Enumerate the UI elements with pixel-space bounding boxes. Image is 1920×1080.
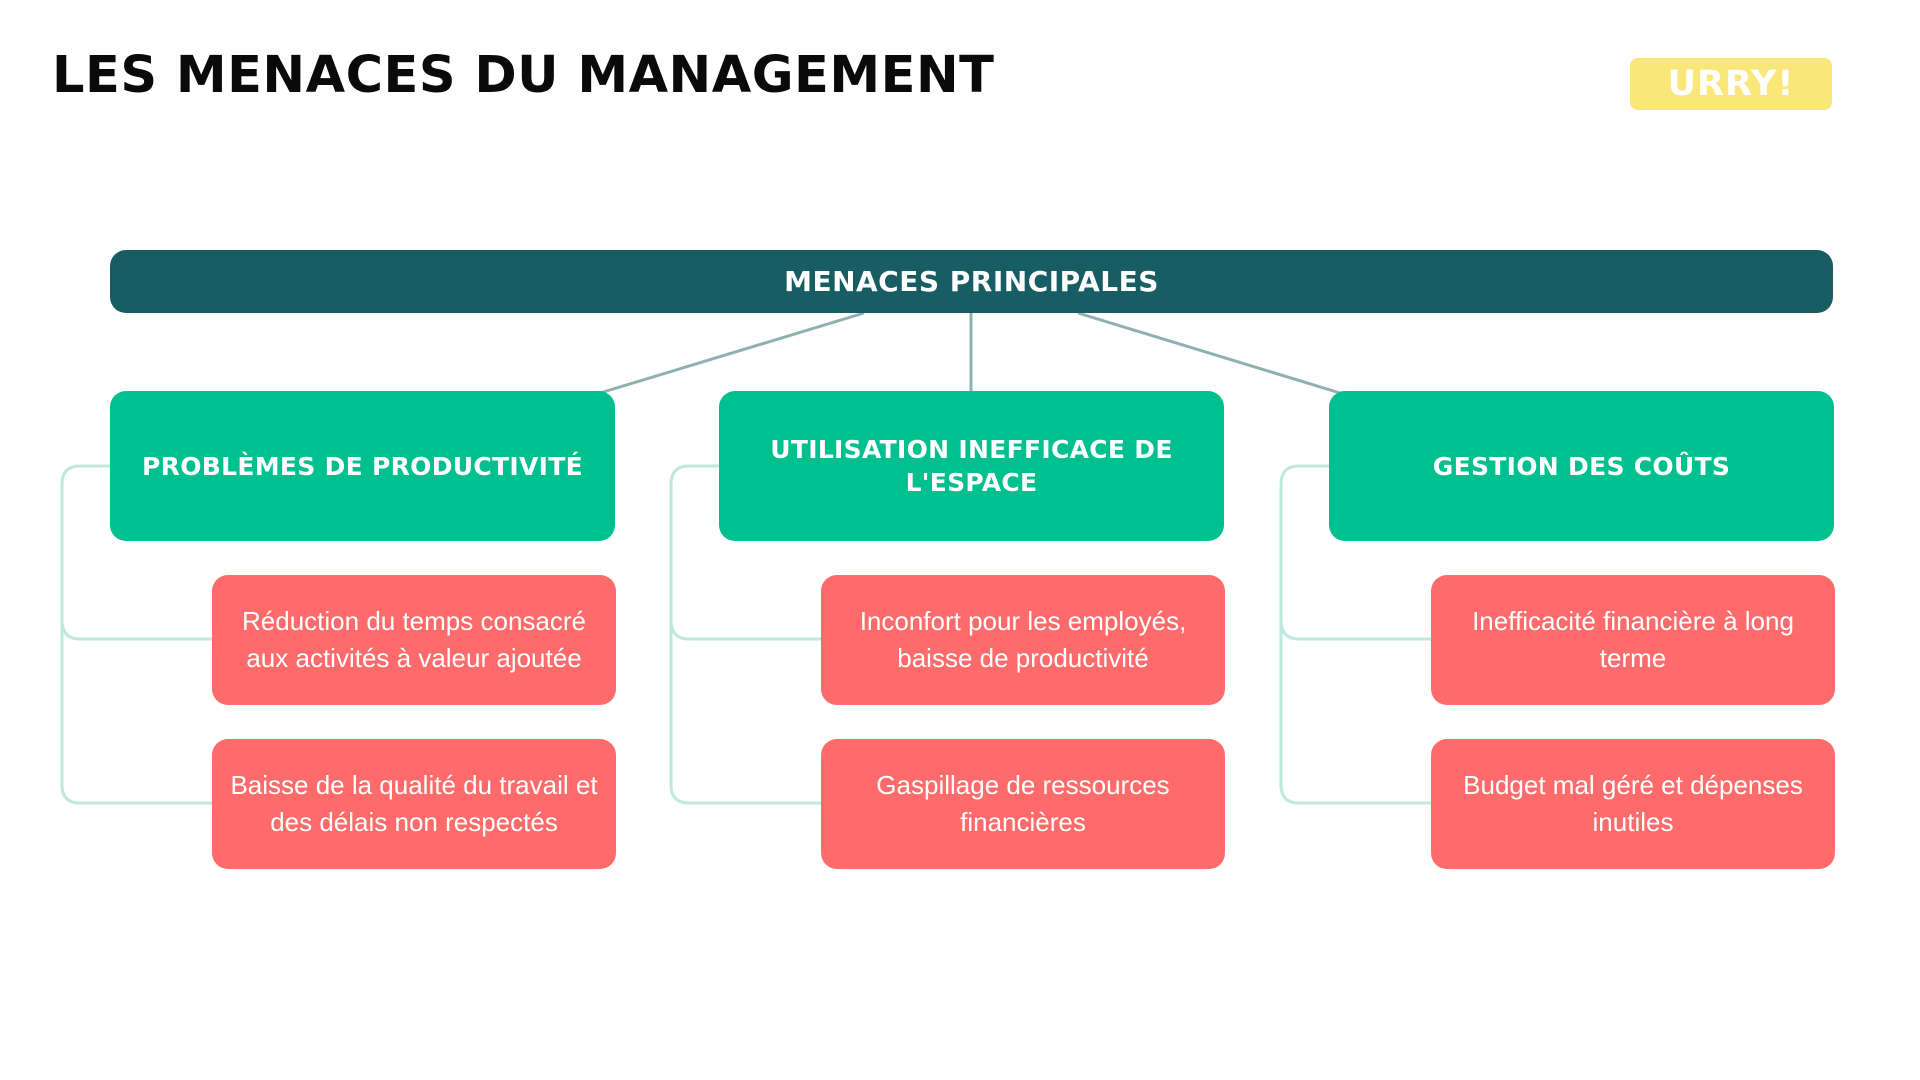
category-cost-management: GESTION DES COÛTS xyxy=(1329,391,1834,541)
threat-item: Réduction du temps consacré aux activité… xyxy=(212,575,616,705)
page-title: LES MENACES DU MANAGEMENT xyxy=(52,46,995,105)
root-node: MENACES PRINCIPALES xyxy=(110,250,1833,313)
bracket-category-3 xyxy=(1279,464,1431,805)
bracket-category-1 xyxy=(60,464,212,805)
threat-item: Budget mal géré et dépenses inutiles xyxy=(1431,739,1835,869)
threat-item: Inconfort pour les employés, baisse de p… xyxy=(821,575,1225,705)
connector-root-to-category-3 xyxy=(1077,311,1341,395)
category-space-usage: UTILISATION INEFFICACE DE L'ESPACE xyxy=(719,391,1224,541)
threat-item: Gaspillage de ressources financières xyxy=(821,739,1225,869)
bracket-category-2 xyxy=(669,464,821,805)
category-productivity: PROBLÈMES DE PRODUCTIVITÉ xyxy=(110,391,615,541)
threat-item: Baisse de la qualité du travail et des d… xyxy=(212,739,616,869)
threat-item: Inefficacité financière à long terme xyxy=(1431,575,1835,705)
connector-root-to-category-1 xyxy=(599,311,865,395)
brand-logo: URRY! xyxy=(1630,58,1832,110)
